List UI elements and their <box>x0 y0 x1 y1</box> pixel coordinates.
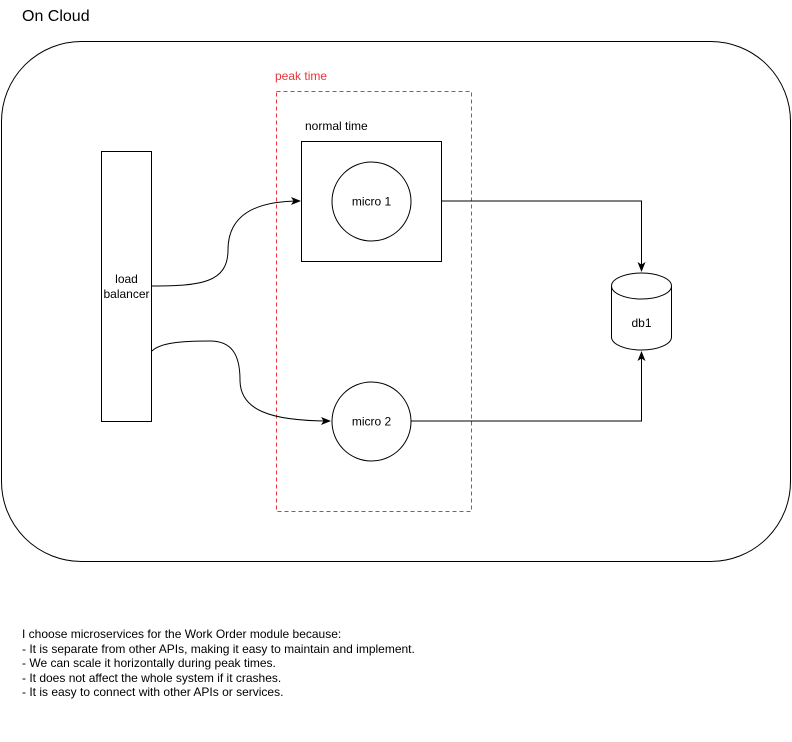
cloud-container <box>1 41 791 562</box>
load-balancer-label-line1: load <box>115 272 138 286</box>
micro1-node <box>331 161 412 242</box>
notes-point: - It is separate from other APIs, making… <box>22 641 415 656</box>
edge-lb-to-micro1 <box>151 197 301 287</box>
normal-time-label: normal time <box>305 119 368 133</box>
notes-point: - It is easy to connect with other APIs … <box>22 685 284 700</box>
edge-lb-to-micro2 <box>151 340 331 425</box>
edge-normal-box-to-db1 <box>442 200 646 272</box>
edge-micro2-to-db1 <box>411 351 646 422</box>
load-balancer-node <box>101 151 152 422</box>
micro2-label: micro 2 <box>352 415 392 429</box>
load-balancer-label-line2: balancer <box>103 287 149 301</box>
notes-intro: I choose microservices for the Work Orde… <box>22 627 342 641</box>
peak-time-label: peak time <box>275 69 327 83</box>
notes-point: - We can scale it horizontally during pe… <box>22 656 276 671</box>
rationale-notes: I choose microservices for the Work Orde… <box>22 627 415 700</box>
db1-label: db1 <box>631 316 651 330</box>
micro1-label: micro 1 <box>352 195 392 209</box>
db1-node <box>611 272 672 351</box>
diagram-title: On Cloud <box>22 8 90 25</box>
normal-time-box <box>301 141 442 262</box>
notes-point: - It does not affect the whole system if… <box>22 670 282 685</box>
